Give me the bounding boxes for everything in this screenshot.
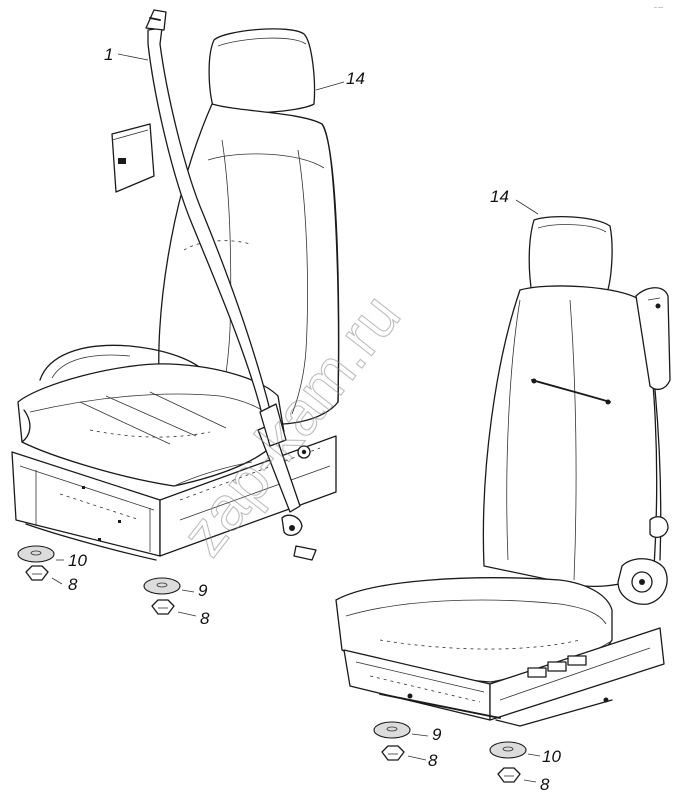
fastener-group-right-a: 9 8 xyxy=(373,721,442,770)
nut-icon xyxy=(25,565,49,581)
leader-headrest-right xyxy=(515,199,539,215)
label-headrest-left: 14 xyxy=(346,69,365,88)
seat-belt xyxy=(111,9,317,561)
right-seat: 14 9 8 10 8 xyxy=(335,187,671,794)
left-backrest xyxy=(158,103,340,425)
washer-icon xyxy=(17,545,55,563)
left-arm-loop xyxy=(39,344,211,381)
nut-icon xyxy=(381,745,405,761)
nut-icon xyxy=(497,767,521,783)
fastener-group-left-b: 9 8 xyxy=(143,577,210,628)
leader-headrest-left xyxy=(315,81,345,91)
washer-icon xyxy=(489,741,527,759)
label-washer-left-a: 10 xyxy=(68,551,87,570)
label-nut-left-a: 8 xyxy=(68,575,78,594)
label-headrest-right: 14 xyxy=(490,187,509,206)
leader-belt xyxy=(117,53,149,61)
nut-icon xyxy=(151,599,175,615)
washer-icon xyxy=(373,721,411,739)
left-seat-with-belt: 1 14 10 8 9 8 xyxy=(11,9,365,628)
left-headrest xyxy=(208,28,316,114)
label-washer-right-b: 10 xyxy=(542,747,561,766)
right-recliner-arm xyxy=(617,287,671,605)
label-washer-left-b: 9 xyxy=(198,581,208,600)
left-cushion xyxy=(17,363,285,487)
fastener-group-left-a: 10 8 xyxy=(17,545,87,594)
washer-icon xyxy=(143,577,181,595)
label-washer-right-a: 9 xyxy=(432,725,442,744)
fastener-group-right-b: 10 8 xyxy=(489,741,561,794)
right-backrest xyxy=(482,285,662,587)
label-belt: 1 xyxy=(104,45,113,64)
label-nut-left-b: 8 xyxy=(200,609,210,628)
control-panel xyxy=(527,667,547,678)
corner-mark: – — xyxy=(654,5,663,11)
label-nut-right-a: 8 xyxy=(428,751,438,770)
label-nut-right-b: 8 xyxy=(540,775,550,794)
right-base xyxy=(343,627,665,727)
